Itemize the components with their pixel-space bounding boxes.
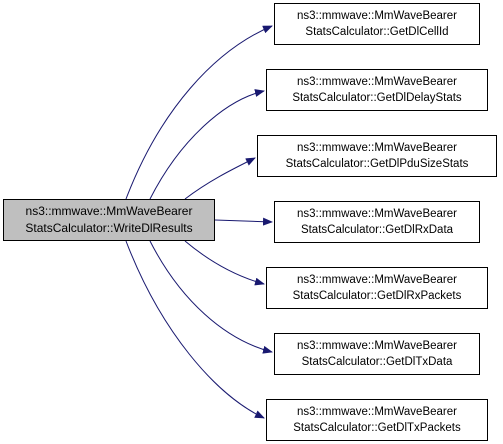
callee-node-line1: ns3::mmwave::MmWaveBearer	[297, 76, 457, 88]
call-edge-arrow	[184, 157, 256, 200]
callee-node-line2: StatsCalculator::GetDlTxData	[301, 356, 453, 368]
callee-node-line2: StatsCalculator::GetDlRxPackets	[292, 290, 462, 302]
call-edge-arrow	[184, 240, 265, 286]
callee-node-line1: ns3::mmwave::MmWaveBearer	[297, 208, 457, 220]
call-edge-arrow	[214, 217, 273, 226]
callee-node-line2: StatsCalculator::GetDlPduSizeStats	[285, 158, 469, 170]
callee-node-line2: StatsCalculator::GetDlCellId	[305, 26, 449, 38]
root-node-line2: StatsCalculator::WriteDlResults	[25, 221, 193, 235]
callee-node-line1: ns3::mmwave::MmWaveBearer	[297, 10, 457, 22]
call-edge-arrow	[125, 240, 265, 419]
callee-node-line1: ns3::mmwave::MmWaveBearer	[297, 340, 457, 352]
root-node-line1: ns3::mmwave::MmWaveBearer	[25, 204, 193, 218]
callee-node-line1: ns3::mmwave::MmWaveBearer	[297, 406, 457, 418]
call-edge-arrow	[125, 25, 273, 200]
callee-node-line2: StatsCalculator::GetDlDelayStats	[292, 92, 462, 104]
callee-node-get-dl-pdu-size-stats[interactable]: ns3::mmwave::MmWaveBearer StatsCalculato…	[257, 135, 497, 177]
callee-node-get-dl-cell-id[interactable]: ns3::mmwave::MmWaveBearer StatsCalculato…	[274, 3, 480, 45]
callee-node-get-dl-rx-data[interactable]: ns3::mmwave::MmWaveBearer StatsCalculato…	[274, 201, 480, 243]
call-edge-arrow	[149, 89, 265, 200]
callee-node-line2: StatsCalculator::GetDlRxData	[300, 224, 454, 236]
call-edge-arrow	[149, 240, 273, 354]
callee-node-get-dl-rx-packets[interactable]: ns3::mmwave::MmWaveBearer StatsCalculato…	[266, 267, 488, 309]
callee-node-line1: ns3::mmwave::MmWaveBearer	[297, 142, 457, 154]
callee-node-get-dl-tx-data[interactable]: ns3::mmwave::MmWaveBearer StatsCalculato…	[274, 333, 480, 375]
callee-node-line1: ns3::mmwave::MmWaveBearer	[297, 274, 457, 286]
callee-node-get-dl-tx-packets[interactable]: ns3::mmwave::MmWaveBearer StatsCalculato…	[266, 399, 488, 441]
callee-node-get-dl-delay-stats[interactable]: ns3::mmwave::MmWaveBearer StatsCalculato…	[266, 69, 488, 111]
root-node[interactable]: ns3::mmwave::MmWaveBearer StatsCalculato…	[3, 199, 215, 241]
callee-node-line2: StatsCalculator::GetDlTxPackets	[293, 422, 461, 434]
